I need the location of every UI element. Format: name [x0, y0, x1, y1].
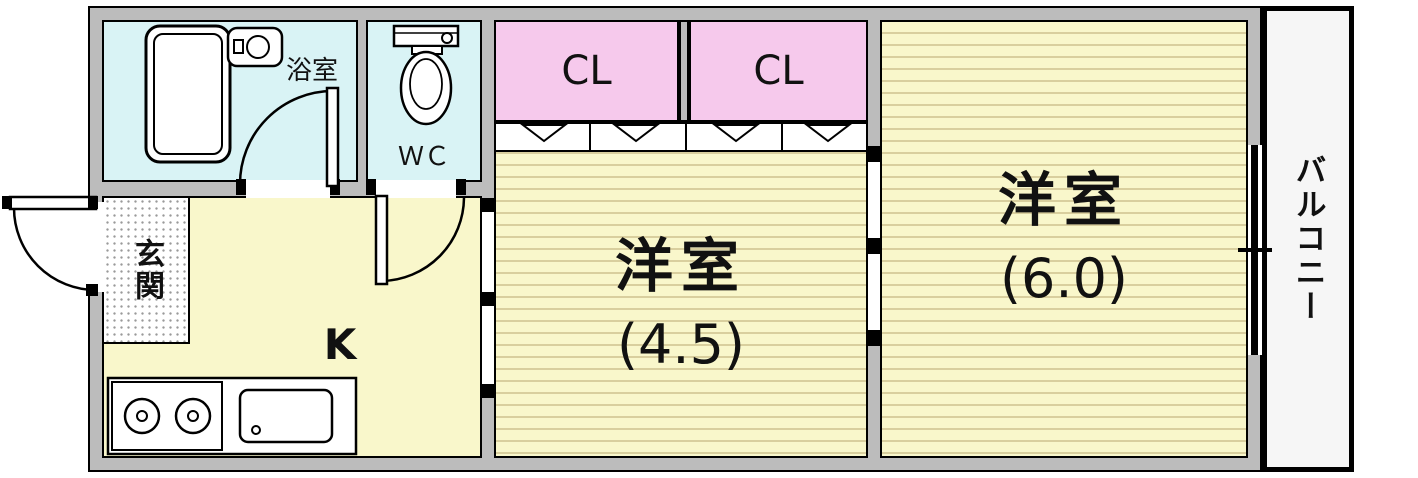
- rooms-sliding-opening-lower: [868, 254, 880, 330]
- closet-door-strip: [494, 122, 868, 152]
- wall-jamb: [366, 179, 376, 195]
- kitchen-sink-icon: [238, 388, 334, 444]
- rooms-sliding-opening-upper: [868, 162, 880, 238]
- wall-jamb: [456, 179, 466, 195]
- balcony-label: バルコニー: [1289, 154, 1326, 324]
- wall-jamb: [482, 384, 494, 398]
- room-4-5-label: 洋室: [614, 232, 747, 301]
- wc-door-arc: [374, 194, 466, 286]
- window-center-tick: [1238, 248, 1272, 252]
- closet-left-area: CL: [494, 20, 679, 122]
- entrance-door-arc: [2, 195, 98, 296]
- toilet-icon: [392, 24, 460, 126]
- wall-jamb: [866, 330, 880, 346]
- stove-icon: [111, 381, 223, 451]
- bathroom-door-arc: [238, 86, 340, 188]
- wc-door-opening: [376, 180, 456, 198]
- kitchen-room-opening-upper: [482, 212, 494, 292]
- closet-right-area: CL: [689, 20, 868, 122]
- front-door-opening: [86, 202, 104, 292]
- entrance-label: 玄関: [129, 238, 164, 302]
- closet-divider-wall: [679, 20, 689, 122]
- entrance-area: 玄関: [102, 196, 190, 344]
- wc-label: ＷＣ: [397, 142, 450, 172]
- closet-left-label: CL: [561, 48, 612, 94]
- wall-jamb: [866, 146, 880, 162]
- closet-right-label: CL: [753, 48, 804, 94]
- bathroom-door-opening: [246, 180, 330, 198]
- balcony-area: バルコニー: [1262, 6, 1354, 472]
- room-6-0-label: 洋室: [997, 166, 1130, 235]
- room-6-0-area: [880, 20, 1248, 458]
- room-4-5-size: (4.5): [616, 313, 745, 377]
- kitchen-label: K: [323, 320, 357, 369]
- bathtub-icon: [144, 24, 232, 164]
- room-4-5-label-block: 洋室 (4.5): [494, 152, 868, 458]
- wall-jamb: [482, 198, 494, 212]
- wall-jamb: [236, 179, 246, 195]
- room-6-0-size: (6.0): [999, 247, 1128, 311]
- wall-jamb: [866, 238, 880, 254]
- closet-door-symbols: [520, 124, 852, 150]
- bathroom-label: 浴室: [285, 56, 338, 86]
- kitchen-room-opening-lower: [482, 306, 494, 384]
- washbasin-icon: [226, 26, 284, 68]
- wall-jamb: [482, 292, 494, 306]
- room-6-0-label-block: 洋室 (6.0): [880, 20, 1248, 458]
